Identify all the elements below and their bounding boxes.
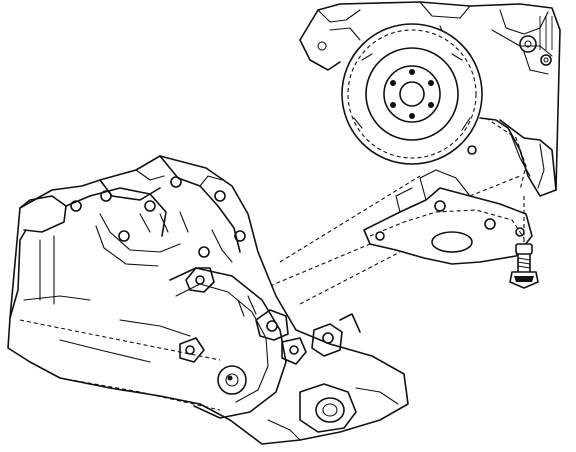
- bolt-drawing: [509, 243, 539, 289]
- transaxle-drawing: [7, 155, 409, 445]
- flywheel-drawing: [341, 23, 483, 165]
- mount-bracket-drawing: [363, 169, 533, 265]
- alignment-lines: [269, 175, 421, 305]
